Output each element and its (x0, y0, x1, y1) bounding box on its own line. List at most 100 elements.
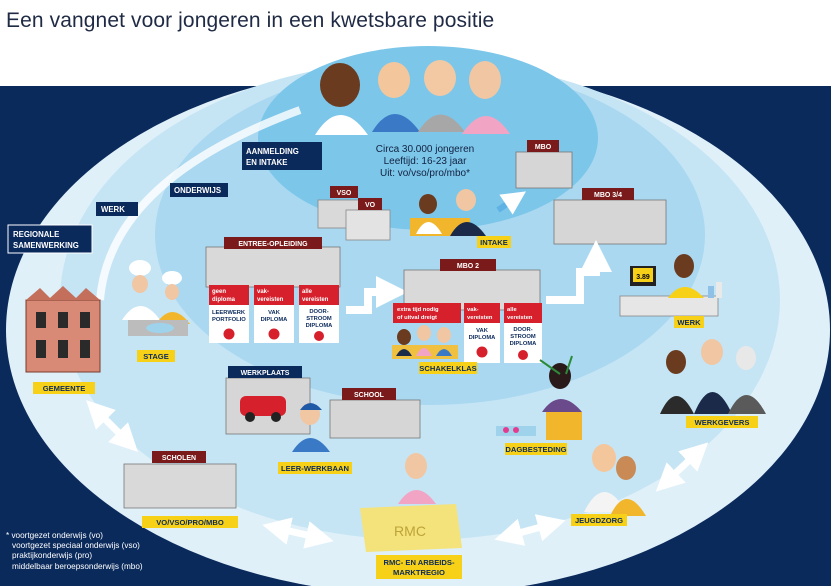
jeugdzorg-group (584, 444, 646, 516)
aanmelding-tag (242, 142, 322, 170)
dagbesteding-scene (496, 355, 582, 440)
entree-cards: geen diploma LEERWERK PORTFOLIO vak- ver… (209, 285, 339, 343)
entree-card-1-red (209, 285, 249, 305)
entree-card-2-white-text: VAK (268, 310, 281, 316)
rmc-label-2: MARKTREGIO (393, 568, 445, 577)
schakelklas-group (392, 325, 458, 359)
leer-werkbaan-label: LEER-WERKBAAN (281, 464, 349, 473)
arrow-mbo2-mbo34 (546, 240, 612, 304)
mbo2-card-2-white-text: VAK (476, 328, 489, 334)
entree-card-2-red (254, 285, 294, 305)
arrow-gemeente-scholen (86, 400, 138, 452)
intake-label: INTAKE (480, 238, 508, 247)
svg-text:WERKPLAATS: WERKPLAATS (241, 370, 290, 377)
jeugdzorg-label: JEUGDZORG (575, 516, 623, 525)
entree-card-3-white-text-2: STROOM (306, 316, 332, 322)
werkgevers-label: WERKGEVERS (695, 418, 750, 427)
entree-card-2-white-text-2: DIPLOMA (261, 317, 289, 323)
arrow-rmc-jeugdzorg (494, 514, 566, 546)
werkgevers-group (660, 339, 766, 414)
stage-label: STAGE (143, 352, 169, 361)
footnote-line-3: praktijkonderwijs (pro) (12, 551, 93, 561)
jeugdzorg-tag (571, 514, 627, 526)
mbo34-building: MBO 3/4 (553, 188, 667, 245)
mbo2-card-3-red-text: alle (507, 307, 517, 313)
dagbesteding-tag (505, 443, 567, 455)
entree-card-3-red-text-2: vereisten (302, 297, 329, 303)
leer-werkbaan-person (292, 403, 330, 452)
svg-text:SCHOLEN: SCHOLEN (162, 455, 196, 462)
werk-scene: 3.89 (619, 254, 722, 317)
gemeente-tag (33, 382, 95, 394)
svg-text:SCHOOL: SCHOOL (354, 392, 385, 399)
arrow-entree-mbo2 (346, 276, 408, 314)
stage-tag (137, 350, 175, 362)
check-badge-5 (518, 350, 528, 360)
entree-card-3-white-text: DOOR- (309, 309, 328, 315)
mbo2-card-3-white-text: DOOR- (513, 327, 532, 333)
gemeente-building (25, 286, 101, 373)
svg-text:ENTREE-OPLEIDING: ENTREE-OPLEIDING (238, 241, 308, 248)
onderwijs-tag (170, 183, 228, 197)
center-info-line3: Uit: vo/vso/pro/mbo* (380, 168, 470, 179)
mbo2-card-1-red-text: extra tijd nodig (397, 307, 439, 313)
check-badge-2 (268, 328, 280, 340)
regionale-label-2: SAMENWERKING (13, 241, 79, 250)
werk-label: WERK (677, 318, 701, 327)
center-info-line1: Circa 30.000 jongeren (376, 144, 474, 155)
svg-text:MBO 3/4: MBO 3/4 (594, 192, 622, 199)
gemeente-label: GEMEENTE (43, 384, 86, 393)
schakelklas-label: SCHAKELKLAS (419, 364, 476, 373)
onderwijs-label: ONDERWIJS (174, 186, 221, 195)
vo-vso-tag (142, 516, 238, 528)
page-title: Een vangnet voor jongeren in een kwetsba… (6, 9, 495, 32)
youth-group (315, 60, 510, 135)
mbo2-card-1-red-text-2: of uitval dreigt (397, 315, 437, 321)
footnote-line-1: * voortgezet onderwijs (vo) (6, 531, 103, 540)
intake-scene (410, 189, 486, 236)
vo-vso-label: VO/VSO/PRO/MBO (156, 518, 224, 527)
mbo2-card-2-white-text-2: DIPLOMA (469, 335, 497, 341)
school-building: SCHOOL (329, 388, 421, 439)
werkplaats-building: WERKPLAATS (225, 366, 311, 435)
entree-card-3-red-text: alle (302, 289, 313, 295)
entree-card-3-red (299, 285, 339, 305)
entree-card-1-white-text: LEERWERK (212, 310, 246, 316)
mbo2-card-2-red (464, 303, 500, 323)
arrow-scholen-rmc (262, 517, 334, 549)
entree-card-1-red-text-2: diploma (212, 297, 236, 303)
check-badge-4 (476, 346, 488, 358)
mbo2-card-3-white-text-3: DIPLOMA (510, 341, 538, 347)
check-badge-1 (223, 328, 235, 340)
entree-card-3-white-text-3: DIPLOMA (306, 323, 334, 329)
rmc-label-1: RMC- EN ARBEIDS- (383, 558, 454, 567)
scholen-building: SCHOLEN (123, 451, 237, 509)
entree-card-2-red-text-2: vereisten (257, 297, 284, 303)
entree-card-1-white-text-2: PORTFOLIO (212, 317, 246, 323)
svg-text:MBO: MBO (535, 144, 552, 151)
arrow-intake-mbo (496, 191, 526, 215)
mbo2-card-2-red-text: vak- (467, 307, 479, 313)
entree-building: ENTREE-OPLEIDING (205, 237, 341, 288)
mbo2-card-3-red (504, 303, 542, 323)
mbo2-card-1-red (393, 303, 461, 323)
regionale-tag (7, 224, 93, 254)
mbo-building: MBO (515, 140, 573, 189)
aanmelding-label-2: EN INTAKE (246, 158, 287, 167)
stage-scene (122, 260, 190, 336)
price-tag: 3.89 (636, 274, 650, 281)
mbo2-card-3-white-text-2: STROOM (510, 334, 536, 340)
rmc-tag (376, 555, 462, 579)
werk-ring-tag (96, 202, 138, 216)
rmc-scene: RMC (360, 453, 462, 552)
leer-werkbaan-tag (278, 462, 352, 474)
werkgevers-tag (686, 416, 758, 428)
arrow-jeugdzorg-werkgevers (655, 442, 709, 492)
aanmelding-label-1: AANMELDING (246, 147, 299, 156)
werk-tag (674, 316, 704, 328)
svg-text:VSO: VSO (337, 190, 352, 197)
werk-ring-label: WERK (101, 205, 125, 214)
ring-highlight (96, 106, 302, 301)
